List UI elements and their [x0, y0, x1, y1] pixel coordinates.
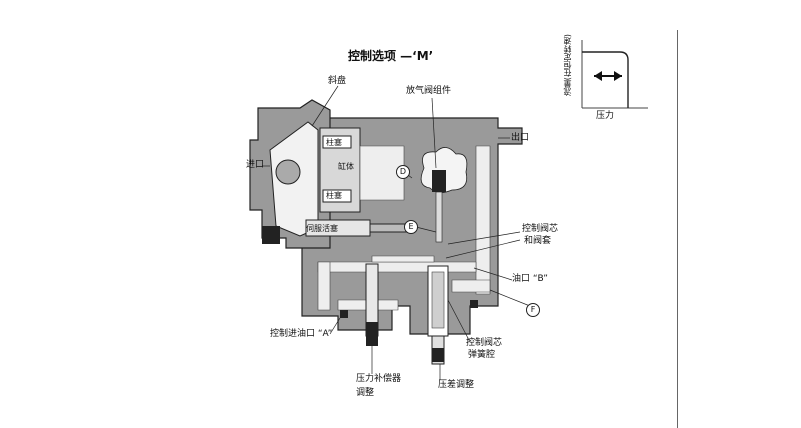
label-spool-spring-2: 弹簧腔: [468, 350, 496, 360]
label-swash-plate: 斜盘: [328, 76, 347, 86]
passage-right: [475, 145, 491, 295]
section-divider: [677, 30, 678, 428]
label-cylinder: 缸体: [338, 162, 354, 171]
diagram-title: 控制选项 —‘M’: [348, 49, 434, 63]
compensator-cap: [366, 322, 378, 346]
label-bleed-valve: 放气阀组件: [406, 86, 452, 96]
graph-y-label: 流量(在恒定转速): [563, 34, 572, 97]
label-port-b: 油口 “B”: [512, 274, 548, 284]
label-spool-sleeve-1: 控制阀芯: [522, 224, 559, 234]
spool-insert: [431, 271, 445, 329]
label-spool-sleeve-2: 和阀套: [524, 236, 552, 246]
leader-lines: [262, 85, 531, 380]
flow-pressure-graph: [581, 40, 648, 109]
passage-top: [359, 145, 405, 201]
bleed-stem: [435, 191, 443, 243]
swash-circle: [275, 159, 301, 185]
callout-e: E: [404, 220, 418, 234]
diff-adjust-cap: [432, 348, 444, 362]
label-servo-piston: 伺服活塞: [306, 224, 338, 233]
label-piston-lower: 柱塞: [326, 191, 342, 200]
bottom-clamp: [262, 226, 280, 244]
label-compensator-2: 调整: [356, 388, 375, 398]
plug-2: [470, 300, 478, 308]
plug-1: [340, 310, 348, 318]
label-outlet: 出口: [511, 133, 530, 143]
callout-f: F: [526, 303, 540, 317]
passage-mid: [317, 261, 477, 273]
graph-x-label: 压力: [596, 111, 615, 121]
passage-left-vert: [317, 261, 331, 311]
label-compensator-1: 压力补偿器: [356, 374, 402, 384]
label-diff-adjust: 压差调整: [438, 380, 475, 390]
passage-horizontal: [371, 255, 435, 263]
piston-upper: [322, 135, 352, 149]
label-piston-upper: 柱塞: [326, 138, 342, 147]
label-inlet: 进口: [246, 160, 265, 170]
label-spool-spring-1: 控制阀芯: [466, 338, 503, 348]
passage-right-low: [451, 279, 491, 293]
bleed-valve-body: [432, 170, 446, 192]
label-control-port-a: 控制进油口 “A”: [270, 329, 333, 339]
callout-d: D: [396, 165, 410, 179]
piston-lower: [322, 189, 352, 203]
